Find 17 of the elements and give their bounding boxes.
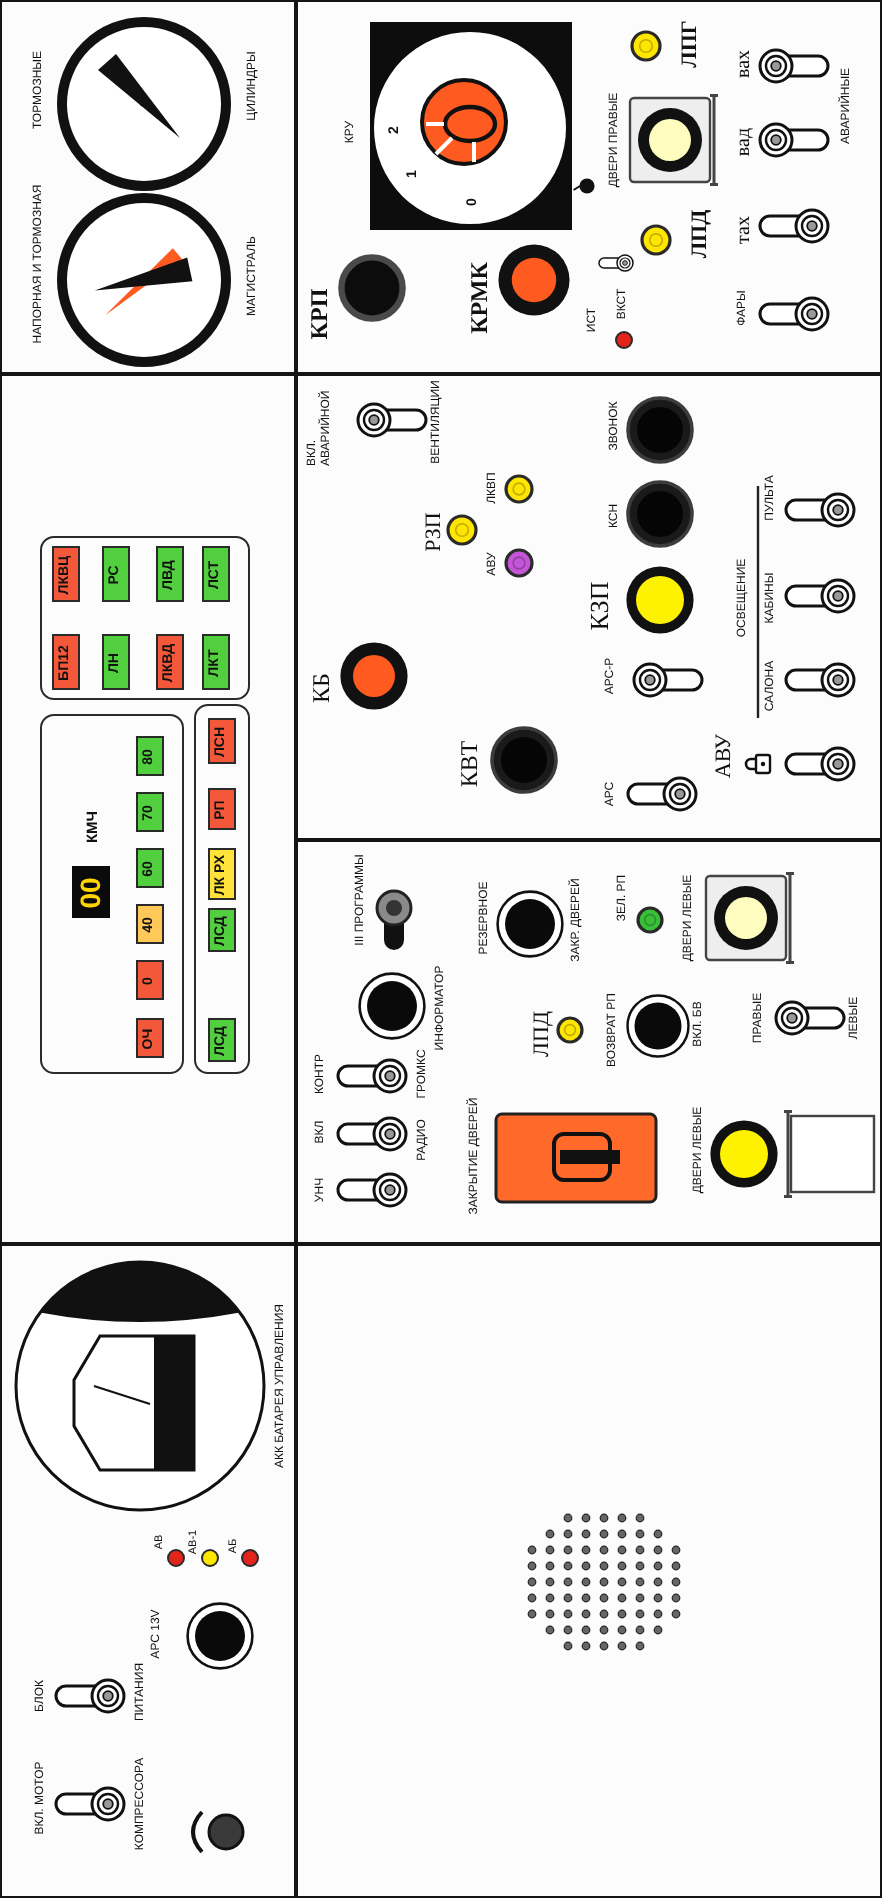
control-label: АВУ [711,733,737,779]
control-label: ЛПД [687,209,713,259]
indicator-frame [194,704,250,1074]
speed-display: 00 [71,867,109,919]
control-label: КРП [306,288,334,340]
control-label: ЛПГ [677,20,703,68]
indicator-frame [40,714,184,1074]
control-label: тах [733,216,755,244]
control-label: РЗП [421,512,447,552]
control-label: КВТ [456,740,484,788]
control-label: вах [733,49,755,79]
control-label: ЛПД [529,1011,555,1057]
control-label: вад [733,127,755,157]
indicator-frame [40,536,250,700]
control-label: КЗП [585,581,615,631]
control-label: КБ [308,673,336,703]
control-label: КРМК [466,262,494,334]
